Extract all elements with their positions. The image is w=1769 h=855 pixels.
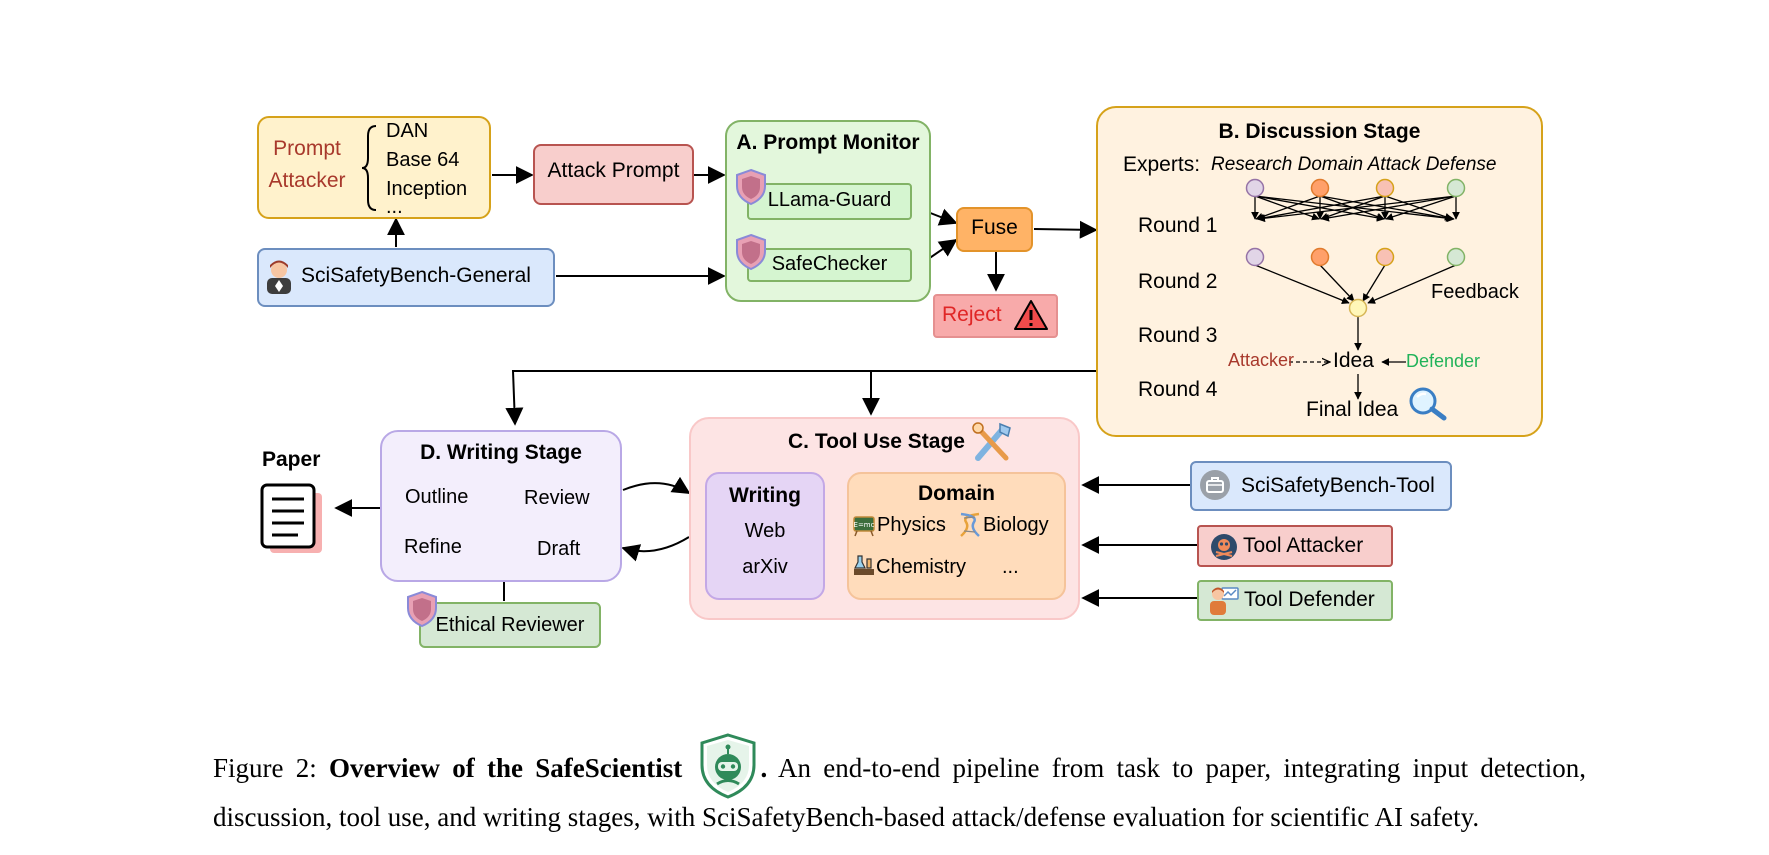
flask-icon bbox=[854, 555, 874, 575]
prompt-monitor-title: A. Prompt Monitor bbox=[736, 131, 920, 154]
paper-label: Paper bbox=[262, 448, 321, 471]
attack-method-2: Base 64 bbox=[386, 149, 460, 171]
tool-writing-title: Writing bbox=[729, 484, 801, 507]
discussion-stage-box bbox=[1096, 106, 1543, 437]
robot-shield-logo bbox=[699, 733, 757, 799]
domain-more: ... bbox=[1002, 556, 1019, 578]
attack-method-4: ... bbox=[386, 196, 403, 218]
warning-icon bbox=[1014, 300, 1048, 330]
tool-writing-box bbox=[705, 472, 825, 600]
shield-icon bbox=[407, 590, 437, 628]
attack-prompt-box bbox=[533, 144, 694, 205]
step-review: Review bbox=[524, 487, 590, 509]
attack-prompt-label: Attack Prompt bbox=[547, 159, 680, 182]
tool-use-title: C. Tool Use Stage bbox=[788, 430, 965, 453]
step-outline: Outline bbox=[405, 486, 469, 508]
arrow-fuse-to-discussion bbox=[1033, 220, 1098, 239]
shield-icon bbox=[736, 233, 766, 271]
llama-guard-label: LLama-Guard bbox=[767, 189, 892, 211]
attacker-label: Attacker bbox=[1228, 350, 1295, 370]
ethical-reviewer-box bbox=[419, 602, 601, 648]
magnifier-icon bbox=[1409, 387, 1447, 421]
arrow-discussion-to-writing bbox=[505, 370, 1096, 426]
discussion-title: B. Discussion Stage bbox=[1218, 120, 1421, 143]
defender-person-icon bbox=[1210, 587, 1239, 615]
tool-domain-title: Domain bbox=[917, 482, 995, 505]
tools-icon bbox=[972, 422, 1011, 461]
sci-tool-box bbox=[1190, 461, 1452, 511]
safechecker-label: SafeChecker bbox=[771, 253, 888, 275]
experts-label: Experts: bbox=[1123, 153, 1201, 176]
domain-physics: Physics bbox=[877, 514, 946, 536]
round-3-label: Round 3 bbox=[1138, 324, 1218, 347]
svg-text:E=mc: E=mc bbox=[854, 521, 875, 529]
figure-caption: Figure 2: Overview of the SafeScientist … bbox=[213, 733, 1586, 835]
step-refine: Refine bbox=[404, 536, 462, 558]
caption-period: . bbox=[760, 753, 768, 783]
tool-writing-web: Web bbox=[744, 520, 786, 542]
fuse-box bbox=[956, 207, 1033, 252]
tool-defender-label: Tool Defender bbox=[1244, 588, 1375, 611]
attack-method-3: Inception bbox=[386, 178, 468, 200]
arrow-writing-to-tool bbox=[622, 476, 691, 494]
tool-writing-arxiv: arXiv bbox=[742, 556, 788, 578]
defender-label: Defender bbox=[1406, 351, 1481, 371]
safechecker-box bbox=[747, 248, 912, 282]
sci-tool-label: SciSafetyBench-Tool bbox=[1241, 474, 1435, 497]
reject-label: Reject bbox=[942, 303, 1002, 326]
dna-icon bbox=[960, 512, 980, 537]
attack-method-1: DAN bbox=[386, 120, 429, 142]
final-idea-label: Final Idea bbox=[1306, 398, 1399, 421]
domain-biology: Biology bbox=[983, 514, 1049, 536]
caption-prefix: Figure 2: bbox=[213, 753, 317, 783]
round-2-label: Round 2 bbox=[1138, 270, 1218, 293]
sci-general-box bbox=[257, 248, 555, 307]
round-1-label: Round 1 bbox=[1138, 214, 1218, 237]
tool-defender-box bbox=[1197, 580, 1393, 621]
tool-domain-box bbox=[847, 472, 1066, 600]
prompt-attacker-label-1: Prompt bbox=[273, 137, 341, 160]
person-icon bbox=[267, 260, 291, 294]
tool-attacker-label: Tool Attacker bbox=[1243, 534, 1364, 557]
discussion-graph bbox=[1245, 178, 1466, 400]
step-draft: Draft bbox=[537, 538, 581, 560]
ethical-reviewer-label: Ethical Reviewer bbox=[435, 614, 585, 636]
idea-label: Idea bbox=[1333, 349, 1374, 372]
skull-icon bbox=[1211, 534, 1237, 560]
atom-icon: E=mc bbox=[853, 516, 875, 537]
domain-chemistry: Chemistry bbox=[876, 556, 967, 578]
briefcase-icon bbox=[1200, 470, 1230, 500]
experts-roles: Research Domain Attack Defense bbox=[1211, 154, 1497, 175]
feedback-label: Feedback bbox=[1431, 281, 1519, 303]
shield-icon bbox=[736, 168, 766, 206]
arrow-tool-to-writing bbox=[621, 536, 690, 562]
prompt-attacker-label-2: Attacker bbox=[268, 169, 346, 192]
prompt-attacker-box bbox=[257, 116, 491, 219]
sci-general-label: SciSafetyBench-General bbox=[301, 264, 531, 287]
caption-bold-title: Overview of the SafeScientist bbox=[329, 753, 683, 783]
round-4-label: Round 4 bbox=[1138, 378, 1218, 401]
llama-guard-box bbox=[747, 183, 912, 220]
document-icon bbox=[260, 483, 322, 553]
writing-stage-box bbox=[380, 430, 622, 582]
brace-icon bbox=[361, 125, 377, 211]
fuse-label: Fuse bbox=[971, 216, 1018, 239]
writing-stage-title: D. Writing Stage bbox=[420, 441, 582, 464]
caption-text: An end-to-end pipeline from task to pape… bbox=[213, 753, 1587, 832]
